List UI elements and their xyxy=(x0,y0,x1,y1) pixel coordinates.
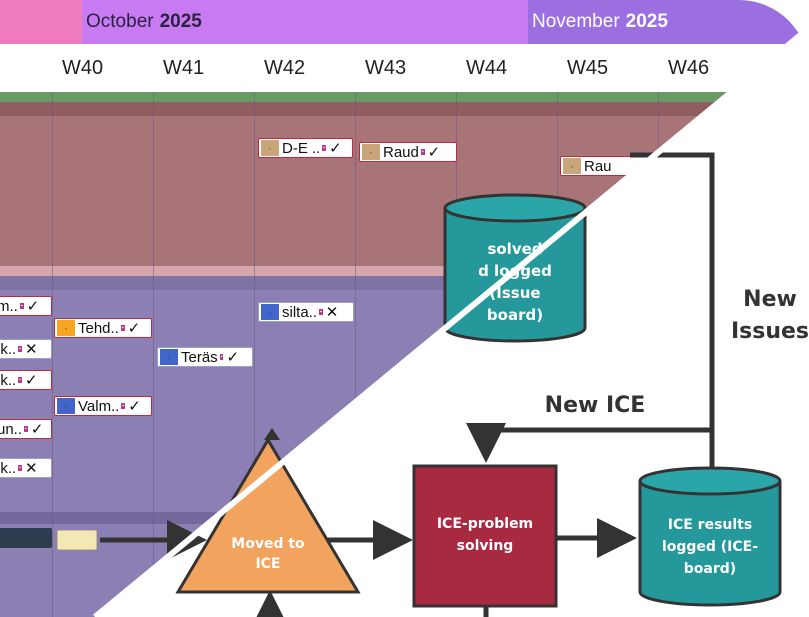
task-card[interactable]: m.. ▪ ✓ xyxy=(0,296,52,316)
new-issues-connector xyxy=(630,152,715,468)
check-icon: ✓ xyxy=(329,140,342,157)
task-badge-icon: ▪ xyxy=(18,346,22,352)
check-icon: ✓ xyxy=(427,144,441,161)
close-icon: ✕ xyxy=(24,341,38,358)
week-divider xyxy=(355,92,356,617)
task-badge-icon: ▪ xyxy=(120,325,125,331)
task-card[interactable]: ▪ Raud ▪ ✓ xyxy=(359,142,457,162)
month-header-november: November 2025 xyxy=(528,0,809,44)
task-card-label: ik.. xyxy=(0,371,17,389)
lane-top-summary xyxy=(0,102,809,116)
task-badge-icon: ▪ xyxy=(219,354,224,360)
month-name: October xyxy=(86,11,154,32)
task-card[interactable]: ▪ Valm.. ▪ ✓ xyxy=(54,396,152,416)
task-card-label: Teräs xyxy=(181,348,218,366)
month-year: 2025 xyxy=(159,11,202,32)
task-type-icon: ▪ xyxy=(261,304,279,320)
task-badge-icon: ▪ xyxy=(18,377,22,383)
task-card[interactable]: ▪ Teräs ▪ ✓ xyxy=(157,347,253,367)
task-badge-icon: ▪ xyxy=(19,303,24,309)
check-icon: ✓ xyxy=(24,372,38,389)
task-card-label: Rau xyxy=(584,157,612,175)
task-badge-icon: ▪ xyxy=(24,426,28,432)
task-badge-icon: ▪ xyxy=(420,149,425,155)
triangle-tip-arrowhead xyxy=(264,428,280,440)
task-card[interactable]: ik.. ▪ ✓ xyxy=(0,370,52,390)
week-label: W46 xyxy=(667,56,710,79)
task-card[interactable]: ▪ silta.. ▪ ✕ xyxy=(258,302,354,322)
task-type-icon: ▪ xyxy=(160,349,178,365)
week-header-row: W40 W41 W42 W43 W44 W45 W46 xyxy=(0,44,809,92)
task-badge-icon: ▪ xyxy=(121,403,126,409)
week-label: W44 xyxy=(465,56,508,79)
week-label: W42 xyxy=(263,56,306,79)
week-divider xyxy=(52,92,53,617)
week-label: W41 xyxy=(162,56,205,79)
task-card[interactable]: ik.. ▪ ✕ xyxy=(0,339,52,359)
task-badge-icon: ▪ xyxy=(18,465,22,471)
new-ice-connector xyxy=(466,423,712,463)
check-icon: ✓ xyxy=(127,320,141,337)
close-icon: ✕ xyxy=(325,304,339,321)
task-type-icon: ▪ xyxy=(362,144,380,160)
task-type-icon: ▪ xyxy=(563,158,581,174)
week-label: W43 xyxy=(364,56,407,79)
task-card[interactable]: ik.. ▪ ✕ xyxy=(0,458,52,478)
task-card-dark[interactable] xyxy=(0,528,52,548)
month-header-october: October 2025 xyxy=(82,0,532,44)
task-card-label: m.. xyxy=(0,297,18,315)
check-icon: ✓ xyxy=(226,349,240,366)
week-label: W40 xyxy=(61,56,104,79)
month-year: 2025 xyxy=(625,11,668,32)
task-card-label: ik.. xyxy=(0,459,17,477)
lane-separator xyxy=(0,266,809,276)
task-card-label: Tehd.. xyxy=(78,319,119,337)
task-card[interactable]: ▪ Tehd.. ▪ ✓ xyxy=(54,318,152,338)
task-card-label: Raud xyxy=(383,143,419,161)
ice-problem-solving-box xyxy=(412,464,558,608)
check-icon: ✓ xyxy=(128,398,141,415)
ice-board-cylinder xyxy=(638,466,782,607)
task-badge-icon: ▪ xyxy=(319,309,323,315)
task-card-label: un.. xyxy=(0,420,23,438)
task-type-icon: ▪ xyxy=(57,398,75,414)
new-ice-label: New ICE xyxy=(545,393,646,418)
task-type-icon: ▪ xyxy=(261,140,279,156)
task-card-label: silta.. xyxy=(282,303,318,321)
task-card-label: D-E .. xyxy=(282,139,321,157)
task-type-icon: ▪ xyxy=(57,320,75,336)
week-divider xyxy=(153,92,154,617)
panel-seam xyxy=(93,25,809,617)
check-icon: ✓ xyxy=(26,298,40,315)
check-icon: ✓ xyxy=(30,421,44,438)
task-card[interactable]: ▪ Rau xyxy=(560,156,650,176)
task-card[interactable]: un.. ▪ ✓ xyxy=(0,419,52,439)
task-card-label: Valm.. xyxy=(78,397,120,415)
week-label: W45 xyxy=(566,56,609,79)
month-name: November xyxy=(532,11,620,32)
lane-top-strip xyxy=(0,92,809,102)
task-badge-icon: ▪ xyxy=(322,145,327,151)
close-icon: ✕ xyxy=(24,460,38,477)
month-accent xyxy=(0,0,82,44)
task-card[interactable]: ▪ D-E .. ▪ ✓ xyxy=(258,138,353,158)
task-card-partial[interactable] xyxy=(57,530,97,550)
task-card-label: ik.. xyxy=(0,340,17,358)
week-divider xyxy=(254,92,255,617)
moved-to-ice-triangle xyxy=(175,437,361,594)
